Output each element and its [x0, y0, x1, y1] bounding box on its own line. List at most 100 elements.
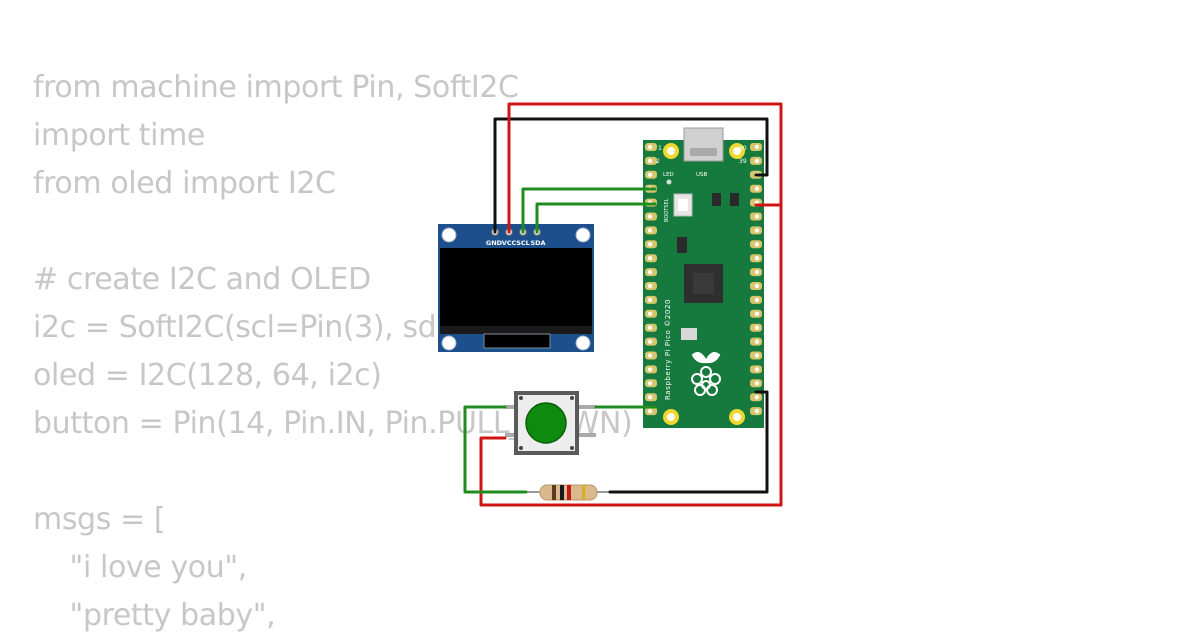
pico-pin-hole: [647, 395, 653, 400]
pico-pin-hole: [647, 228, 653, 233]
resistor-band: [582, 485, 585, 500]
resistor-band: [560, 485, 564, 500]
button-leg: [576, 433, 596, 437]
oled-pin-label: GND: [486, 239, 503, 247]
resistor[interactable]: [526, 484, 610, 501]
pin-number-label: 2: [656, 158, 660, 165]
pico-pin-hole: [647, 269, 653, 275]
flash-chip: [681, 328, 697, 340]
pin-number-label: 1: [658, 145, 662, 152]
mount-hole: [575, 335, 591, 351]
led-indicator: [666, 179, 672, 185]
smd-component: [712, 193, 721, 206]
mount-hole: [733, 147, 741, 155]
code-background: from machine import Pin, SoftI2C import …: [33, 64, 633, 640]
oled-pin-label: SCL: [516, 239, 530, 247]
usb-port: [690, 148, 717, 156]
pico-pin-hole: [754, 269, 760, 275]
wire-button-resistor[interactable]: [463, 405, 528, 494]
wire-sda[interactable]: [535, 202, 657, 234]
pico-pins-right[interactable]: [750, 143, 762, 416]
pico-pin-hole: [754, 381, 760, 386]
wire-gnd-oled[interactable]: [493, 117, 769, 234]
usb-label: USB: [696, 172, 708, 178]
code-line: from machine import Pin, SoftI2C: [33, 70, 519, 105]
wires: [463, 102, 783, 507]
button-cap[interactable]: [525, 402, 567, 444]
pico-pin-hole: [754, 353, 760, 358]
pico-pin-hole: [647, 297, 653, 303]
oled-screen-edge: [440, 326, 592, 334]
pico-pin-hole: [754, 311, 760, 316]
pico-pin-hole: [647, 311, 653, 316]
resistor-band: [552, 485, 556, 500]
mount-hole: [667, 147, 675, 155]
raspberry-pi-logo-icon: [691, 352, 721, 396]
code-line: from oled import I2C: [33, 166, 336, 201]
pico-pin-hole: [754, 214, 760, 219]
button-corner: [519, 446, 523, 450]
pico-pin-hole: [647, 408, 653, 414]
oled-pin-label: SDA: [530, 239, 545, 247]
resistor-band: [567, 485, 571, 500]
pico-pin-hole: [647, 325, 653, 330]
pico-pin-hole: [754, 144, 760, 150]
wire-resistor-gnd[interactable]: [608, 390, 769, 494]
oled-module[interactable]: GND VCC SCL SDA: [438, 224, 594, 352]
pico-pin-hole: [754, 158, 760, 164]
pico-pin-hole: [754, 228, 760, 233]
code-line: import time: [33, 118, 205, 153]
pico-pin-hole: [647, 381, 653, 386]
pico-pin-hole: [754, 408, 760, 414]
code-line: oled = I2C(128, 64, i2c): [33, 358, 382, 393]
led-label: LED: [663, 172, 674, 178]
bootsel-label: BOOTSEL: [664, 198, 670, 222]
pico-pin-hole: [647, 158, 653, 164]
oled-ribbon: [483, 333, 551, 349]
pico-pin-hole: [754, 283, 760, 289]
pico-pin-hole: [647, 214, 653, 219]
pico-pin-hole: [647, 256, 653, 261]
pico-silkscreen: Raspberry Pi Pico ©2020: [664, 299, 672, 400]
mount-hole: [733, 413, 741, 421]
pico-pin-hole: [647, 172, 653, 177]
wire-scl[interactable]: [521, 187, 657, 234]
pico-pin-hole: [754, 325, 760, 330]
oled-screen: [440, 248, 592, 334]
pico-pin-hole: [647, 242, 653, 247]
mount-hole: [441, 227, 457, 243]
pico-pin-hole: [647, 339, 653, 344]
pico-pin-hole: [754, 186, 760, 191]
code-line: "pretty baby",: [33, 598, 276, 633]
oled-pin-label: VCC: [502, 239, 517, 247]
pin-number-label: 40: [739, 145, 747, 152]
pico-pin-hole: [754, 339, 760, 344]
pico-pin-hole: [647, 283, 653, 289]
pushbutton[interactable]: [505, 391, 596, 455]
button-leg: [576, 405, 596, 409]
mount-hole: [667, 413, 675, 421]
smd-component: [730, 193, 739, 206]
pico-board[interactable]: 1 2 40 39 LED USB BOOTSEL Raspberry Pi P…: [643, 127, 764, 428]
pico-pin-hole: [647, 144, 653, 150]
pico-pin-hole: [754, 395, 760, 400]
code-line: msgs = [: [33, 502, 166, 537]
bootsel-button-cap: [678, 199, 688, 211]
rp2040-chip-logo: [693, 273, 714, 294]
button-corner: [519, 396, 523, 400]
smd-component: [677, 237, 687, 253]
pico-pin-hole: [754, 256, 760, 261]
button-corner: [570, 446, 574, 450]
pico-pin-hole: [754, 242, 760, 247]
usb-connector: [683, 127, 724, 162]
pico-pin-hole: [647, 353, 653, 358]
pico-pin-hole: [647, 367, 653, 372]
button-corner: [570, 396, 574, 400]
code-line: # create I2C and OLED: [33, 262, 371, 297]
pico-pin-hole: [754, 297, 760, 303]
pin-number-label: 39: [739, 158, 747, 165]
wire-vcc[interactable]: [479, 102, 783, 507]
pico-pin-hole: [754, 367, 760, 372]
mount-hole: [575, 227, 591, 243]
